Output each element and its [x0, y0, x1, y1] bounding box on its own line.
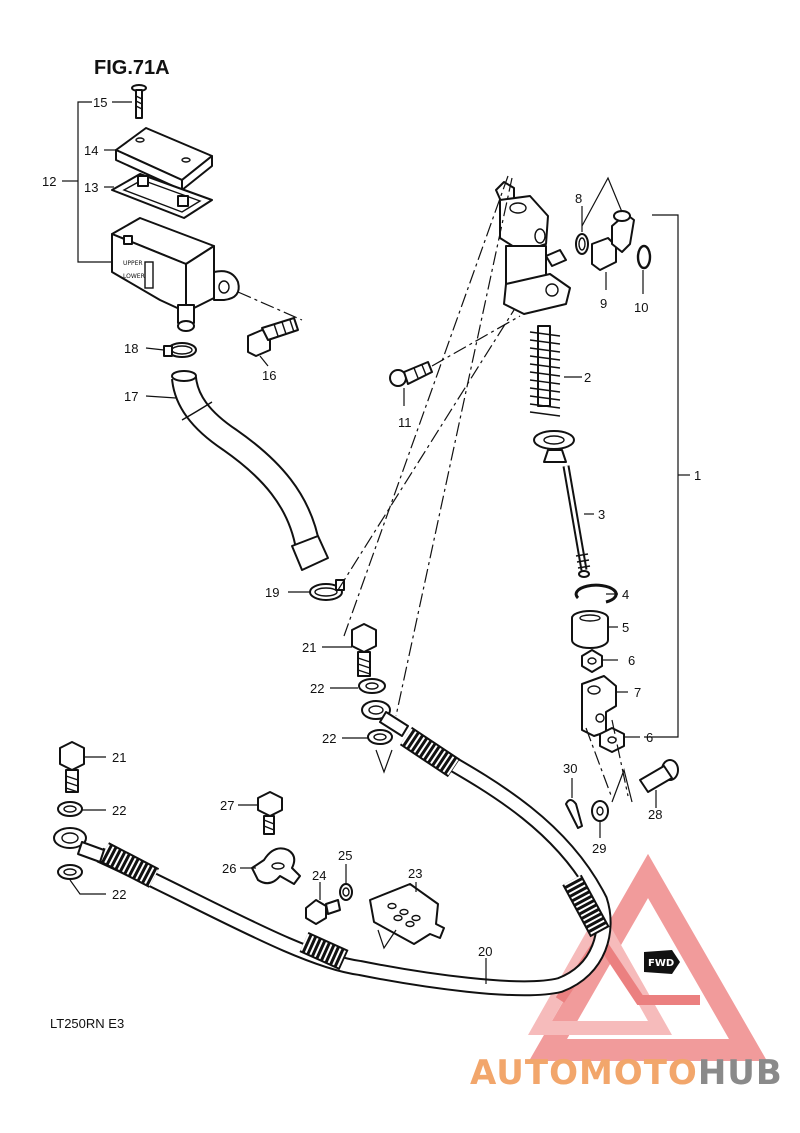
callout-1: 1 — [694, 468, 701, 483]
figure-title: FIG.71A — [94, 57, 170, 79]
screw-15 — [131, 84, 147, 119]
spring-2 — [529, 325, 575, 463]
callout-22-c: 22 — [112, 803, 126, 818]
clamp-18 — [163, 342, 197, 358]
brake-hose-20 — [96, 726, 612, 997]
washer-25 — [339, 883, 353, 901]
callout-29: 29 — [592, 841, 606, 856]
callout-12: 12 — [42, 174, 56, 189]
callout-18: 18 — [124, 341, 138, 356]
hose-guide-23 — [369, 883, 445, 945]
union-bolt-21-lower — [59, 741, 85, 793]
callout-19: 19 — [265, 585, 279, 600]
clamp-19 — [309, 579, 345, 601]
callout-14: 14 — [84, 143, 98, 158]
reservoir-body: UPPER LOWER — [111, 217, 240, 332]
callout-25: 25 — [338, 848, 352, 863]
callout-20: 20 — [478, 944, 492, 959]
washer-22-d — [57, 864, 83, 880]
callout-21-upper: 21 — [302, 640, 316, 655]
callout-21-lower: 21 — [112, 750, 126, 765]
callout-11: 11 — [398, 415, 412, 430]
union-9 — [575, 210, 635, 271]
nut-6-lower — [599, 727, 625, 753]
callout-13: 13 — [84, 180, 98, 195]
callout-10: 10 — [634, 300, 648, 315]
bolt-27 — [257, 791, 283, 835]
clevis-pin-28 — [639, 759, 679, 793]
callout-8: 8 — [575, 191, 582, 206]
clevis-7 — [581, 675, 617, 737]
watermark-text: AUTOMOTOHUB — [470, 1053, 783, 1093]
forward-arrow: FWD — [644, 950, 680, 974]
callout-15: 15 — [93, 95, 107, 110]
callout-2: 2 — [584, 370, 591, 385]
callout-22-b: 22 — [322, 731, 336, 746]
washer-22-c — [57, 801, 83, 817]
union-bolt-21-upper — [351, 623, 377, 677]
reservoir-hose-17 — [171, 370, 329, 571]
banjo-fitting-lower — [53, 827, 105, 863]
callout-16: 16 — [262, 368, 276, 383]
washer-22-a — [358, 678, 386, 694]
cotter-pin-30 — [565, 799, 583, 829]
circlip-4 — [574, 583, 618, 604]
callout-22-d: 22 — [112, 887, 126, 902]
callout-5: 5 — [622, 620, 629, 635]
callout-6-upper: 6 — [628, 653, 635, 668]
bolt-24 — [305, 899, 341, 925]
washer-22-b — [367, 729, 393, 745]
callout-3: 3 — [598, 507, 605, 522]
fwd-label: FWD — [648, 958, 674, 969]
washer-29 — [591, 800, 609, 822]
diaphragm-13 — [111, 173, 213, 219]
callout-28: 28 — [648, 807, 662, 822]
nut-6-upper — [581, 649, 603, 673]
callout-26: 26 — [222, 861, 236, 876]
callout-22-a: 22 — [310, 681, 324, 696]
callout-9: 9 — [600, 296, 607, 311]
hose-clamp-26 — [251, 847, 301, 885]
upper-mark: UPPER — [123, 260, 143, 267]
bracket-1 — [644, 214, 679, 738]
callout-23: 23 — [408, 866, 422, 881]
push-rod-3 — [562, 465, 591, 578]
banjo-fitting-upper — [361, 700, 409, 737]
callout-27: 27 — [220, 798, 234, 813]
callout-6-lower: 6 — [646, 730, 653, 745]
model-code: LT250RN E3 — [50, 1016, 124, 1031]
circlip-10 — [636, 244, 652, 270]
reservoir-cap-14 — [115, 127, 213, 191]
bolt-11 — [389, 361, 433, 387]
bracket-12 — [77, 101, 118, 263]
callout-17: 17 — [124, 389, 138, 404]
callout-24: 24 — [312, 868, 326, 883]
bolt-16 — [247, 317, 299, 357]
master-cylinder-body — [495, 181, 571, 315]
boot-5 — [571, 610, 609, 649]
callout-4: 4 — [622, 587, 629, 602]
callout-30: 30 — [563, 761, 577, 776]
callout-7: 7 — [634, 685, 641, 700]
lower-mark: LOWER — [123, 273, 145, 280]
